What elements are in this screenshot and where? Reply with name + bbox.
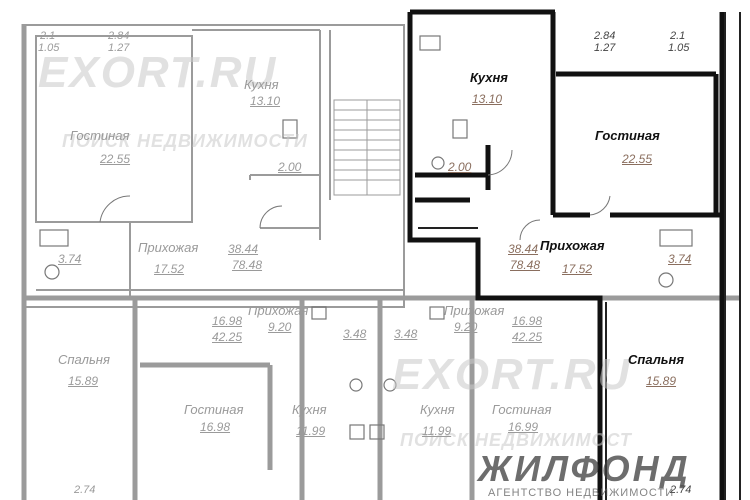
room-area-living-br: 16.99: [508, 420, 539, 434]
room-name-bedroom-r: Спальня: [628, 352, 685, 367]
dim-tr1: 2.84: [594, 30, 616, 42]
flat-area1-tr: 38.44: [508, 242, 539, 256]
watermark-logo-bottom: EXORT.RU: [392, 350, 632, 399]
room-area-wc-tr: 3.74: [668, 252, 692, 266]
highlighted-walls: [407, 9, 725, 500]
dim-br: 2.74: [670, 484, 692, 496]
dim-tl1b: 1.05: [38, 42, 60, 54]
dim-tl1: 2.1: [40, 30, 56, 42]
room-name-hall-tl: Прихожая: [138, 240, 199, 255]
room-name-hall-ml: Прихожая: [248, 303, 309, 318]
room-area-living-tr: 22.55: [622, 152, 653, 166]
doors: [99, 149, 611, 241]
room-area-bedroom-l: 15.89: [68, 374, 99, 388]
flat-area2-tr: 78.48: [510, 258, 541, 272]
room-name-kitchen-tl: Кухня: [244, 77, 279, 92]
flat-area1-tl: 38.44: [228, 242, 259, 256]
brand-logo: ЖИЛФОНД: [478, 448, 691, 489]
dim-tr1b: 1.27: [594, 42, 616, 54]
dim-tl2b: 1.27: [108, 42, 130, 54]
room-area-bath-tr: 2.00: [448, 160, 472, 174]
room-area-kitchen-tl: 13.10: [250, 94, 281, 108]
faded-walls: [23, 24, 405, 308]
faded-walls-double: [21, 24, 740, 500]
flat-area2-ml: 42.25: [212, 330, 243, 344]
stairs: [333, 99, 401, 196]
room-name-kitchen-tr: Кухня: [470, 70, 508, 85]
brand-subtitle: АГЕНТСТВО НЕДВИЖИМОСТИ: [488, 487, 675, 499]
room-name-hall-mr: Прихожая: [444, 303, 505, 318]
room-area-hall-tr: 17.52: [562, 262, 593, 276]
room-area-living-tl: 22.55: [100, 152, 131, 166]
highlighted-walls-thin: [418, 12, 741, 500]
room-area-hall-tl: 17.52: [154, 262, 185, 276]
room-area-hall-ml: 9.20: [268, 320, 292, 334]
dim-tl2: 2.84: [108, 30, 130, 42]
dim-tr2b: 1.05: [668, 42, 690, 54]
dim-bl: 2.74: [74, 484, 96, 496]
room-name-kitchen-bl: Кухня: [292, 402, 327, 417]
watermark-tagline-bottom: ПОИСК НЕДВИЖИМОСТ: [400, 430, 632, 450]
fixtures: [39, 35, 693, 440]
room-name-living-br: Гостиная: [492, 402, 552, 417]
room-name-kitchen-br: Кухня: [420, 402, 455, 417]
room-area-hall-mr: 9.20: [454, 320, 478, 334]
flat-area1-mr: 16.98: [512, 314, 543, 328]
room-area-bath-mr: 3.48: [394, 327, 418, 341]
room-name-living-tl: Гостиная: [70, 128, 130, 143]
room-area-wc-tl: 3.74: [58, 252, 82, 266]
flat-area1-ml: 16.98: [212, 314, 243, 328]
dim-tr2: 2.1: [670, 30, 686, 42]
watermark-logo-top: EXORT.RU: [38, 48, 278, 97]
room-name-living-tr: Гостиная: [595, 128, 660, 143]
room-area-kitchen-br: 11.99: [422, 424, 452, 438]
room-area-living-bl: 16.98: [200, 420, 231, 434]
room-area-bedroom-r: 15.89: [646, 374, 677, 388]
room-area-kitchen-bl: 11.99: [296, 424, 326, 438]
room-area-bath-ml: 3.48: [343, 327, 367, 341]
flat-area2-mr: 42.25: [512, 330, 543, 344]
room-name-bedroom-l: Спальня: [58, 352, 110, 367]
flat-area2-tl: 78.48: [232, 258, 263, 272]
room-area-bath-tl: 2.00: [278, 160, 302, 174]
room-name-hall-tr: Прихожая: [540, 238, 605, 253]
room-area-kitchen-tr: 13.10: [472, 92, 503, 106]
watermark-tagline-top: ПОИСК НЕДВИЖИМОСТИ: [62, 131, 308, 151]
room-name-living-bl: Гостиная: [184, 402, 244, 417]
